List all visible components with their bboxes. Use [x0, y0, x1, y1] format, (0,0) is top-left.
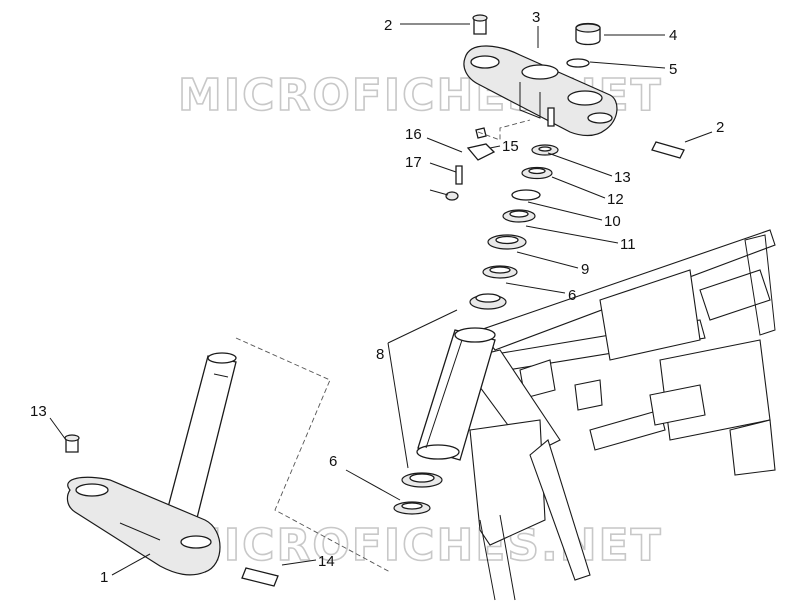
callout-16: 17	[405, 154, 422, 171]
callout-13-bottom: 14	[318, 553, 335, 570]
upper-triple-clamp	[463, 45, 618, 137]
callout-2: 2	[384, 17, 392, 34]
callout-4: 4	[669, 27, 677, 44]
callout-14: 15	[502, 138, 519, 155]
callout-6-lower: 6	[329, 453, 337, 470]
leader-lines	[49, 23, 713, 576]
upper-fasteners	[472, 14, 685, 159]
callout-1: 1	[100, 569, 108, 586]
callout-5: 5	[669, 61, 677, 78]
callout-6-upper: 6	[568, 287, 576, 304]
motorcycle-frame	[459, 229, 776, 601]
callout-8: 9	[581, 261, 589, 278]
callout-3: 3	[532, 9, 540, 26]
callout-15: 16	[405, 126, 422, 143]
callout-7: 8	[376, 346, 384, 363]
callout-12: 13	[614, 169, 631, 186]
callout-2-right: 2	[716, 119, 724, 136]
callout-13-left: 13	[30, 403, 47, 420]
callout-labels: 2 3 4 5 2 16 15 17 13 12 10 11 9 6 8 6 1…	[30, 9, 724, 586]
callout-11: 12	[607, 191, 624, 208]
lower-bearing-stack	[393, 472, 443, 515]
lower-triple-clamp-stem	[64, 337, 391, 587]
callout-9: 10	[604, 213, 621, 230]
upper-bearing-stack	[469, 144, 559, 310]
steering-head-tube	[416, 327, 496, 461]
watermark-bottom: MICROFICHES.NET	[178, 520, 663, 571]
bracket-small-parts	[445, 119, 531, 201]
callout-10: 11	[620, 236, 636, 253]
